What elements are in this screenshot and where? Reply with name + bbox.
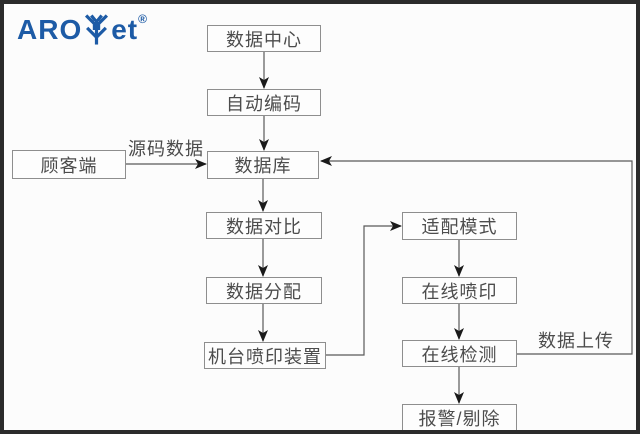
registered-mark: ®: [138, 12, 148, 26]
edge-onlinedetect-database: [320, 156, 633, 355]
node-data-compare: 数据对比: [206, 212, 322, 239]
node-database: 数据库: [207, 151, 319, 179]
logo-text-left: ARO: [17, 14, 83, 45]
logo-text-right: et: [111, 14, 139, 45]
wheat-leaf-icon: [85, 14, 109, 45]
edge-machineprint-adaptmode: [326, 221, 402, 356]
node-adapt-mode: 适配模式: [402, 212, 517, 240]
node-customer: 顾客端: [12, 150, 126, 179]
node-machine-print: 机台喷印装置: [204, 342, 326, 369]
node-online-print: 在线喷印: [402, 277, 517, 304]
flow-connectors: [126, 52, 633, 404]
edge-label-source-data: 源码数据: [128, 139, 204, 159]
node-data-distribute: 数据分配: [206, 277, 322, 304]
node-auto-encode: 自动编码: [207, 89, 321, 116]
node-online-detect: 在线检测: [402, 340, 517, 367]
arojet-logo: ARO et ®: [17, 13, 148, 47]
node-alarm-remove: 报警/剔除: [402, 404, 517, 430]
node-data-center: 数据中心: [207, 25, 321, 52]
edge-label-data-upload: 数据上传: [538, 331, 614, 351]
